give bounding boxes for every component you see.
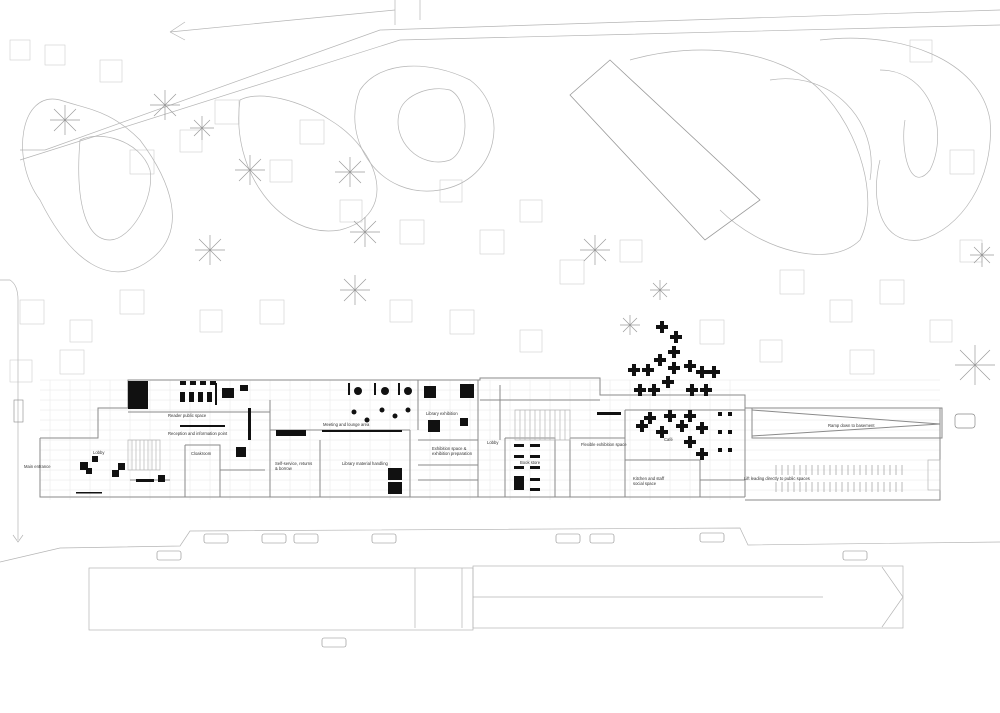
meeting-tables [348,383,412,423]
room-label-ramp-basement: Ramp down to basement [828,423,875,428]
rotated-building [569,59,761,241]
room-label-reception: Reception and information point [168,431,228,436]
car [954,413,976,429]
room-label-exhibition-space: Exhibition space & exhibition preparatio… [432,446,473,456]
room-label-flexible-space: Flexible exhibition space [581,442,627,447]
building-grid [40,379,940,500]
bottom-road [0,527,1000,631]
room-label-main-entrance: Main entrance [24,464,51,469]
room-label-kitchen-staff: Kitchen and staff social space [633,476,665,486]
room-label-cloakroom: Cloakroom [191,451,212,456]
landscape-paths [22,37,991,272]
context-blocks [9,39,983,383]
room-label-lobby-west: Lobby [93,450,105,455]
car [13,399,24,423]
cafe-tables [628,321,720,460]
left-road [0,279,24,543]
room-label-library-handling: Library material handling [342,461,388,466]
trees [50,90,995,385]
furniture [76,381,732,494]
loading-arrows [775,465,903,492]
room-label-library-exhibition: Library exhibition [426,411,458,416]
room-label-reader-public: Reader public space [168,413,207,418]
room-label-lift-loading: Lift leading directly to public spaces [744,476,810,481]
room-label-meeting-lounge: Meeting and lounge area [323,422,370,427]
room-label-lobby-east: Lobby [487,440,499,445]
building-walls [39,377,943,501]
room-label-self-service: Self-service, returns & borrow [275,461,313,471]
stairs [127,409,941,491]
room-label-book-store: Book store [520,460,541,465]
parked-cars [156,532,868,648]
upper-road [19,0,1000,161]
room-label-cafe: Café [664,437,673,442]
